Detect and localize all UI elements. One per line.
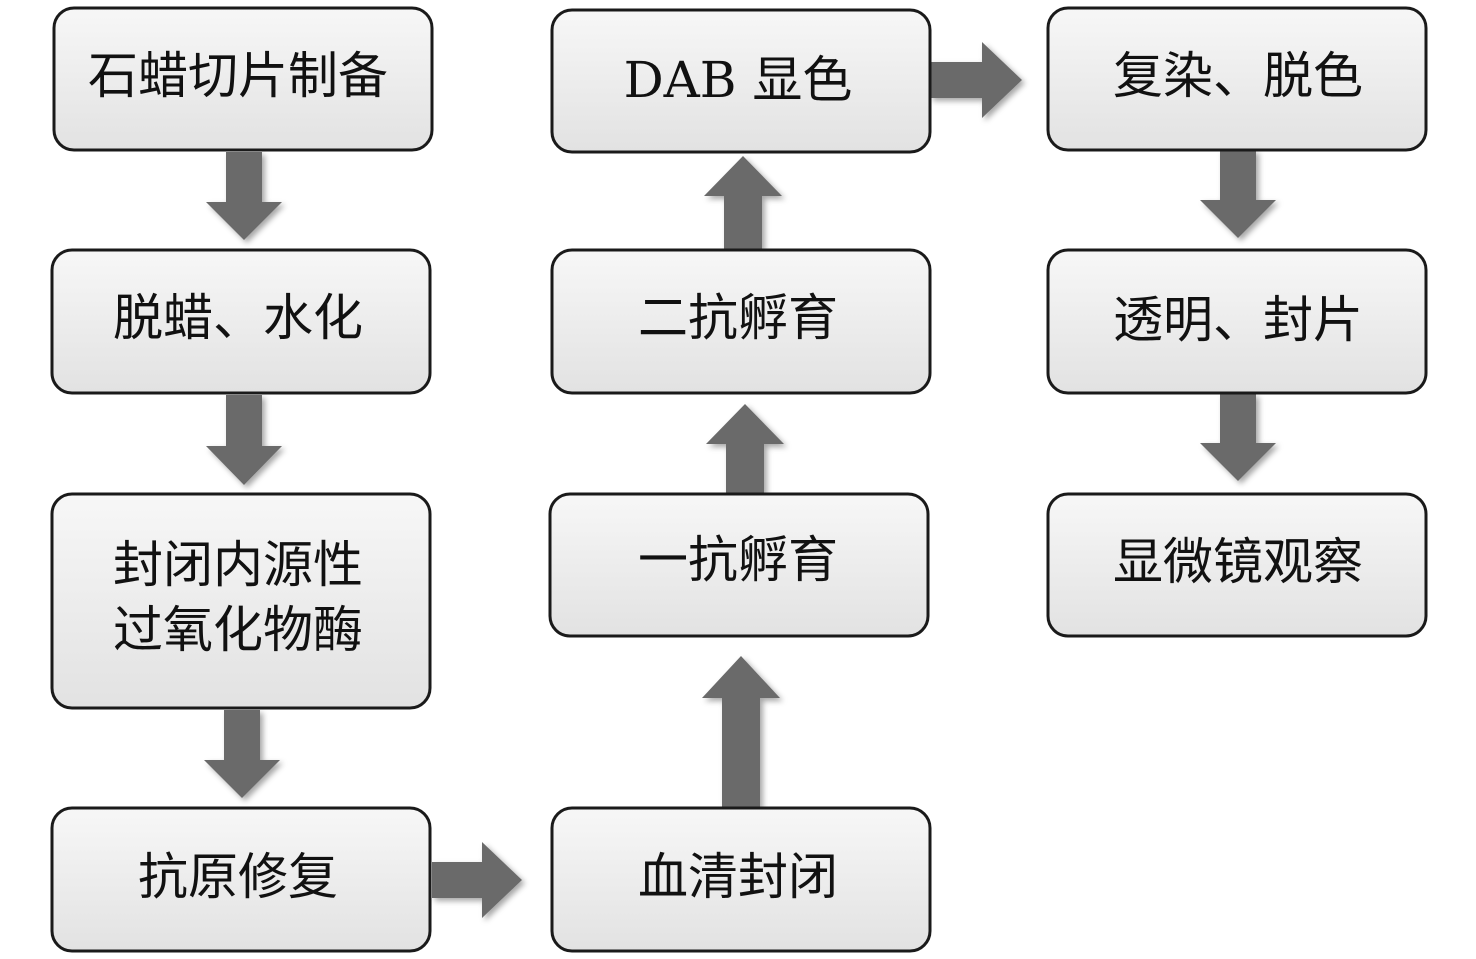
node-primary-antibody-label: 一抗孵育	[638, 531, 838, 589]
node-dewax-hydrate-label: 脱蜡、水化	[113, 289, 363, 347]
arrow-down-3	[204, 710, 280, 798]
node-serum-block: 血清封闭	[550, 806, 932, 953]
node-counterstain-label: 复染、脱色	[1113, 47, 1363, 105]
node-serum-block-label: 血清封闭	[638, 848, 838, 906]
node-antigen-retrieval-label: 抗原修复	[138, 848, 338, 906]
node-paraffin-section: 石蜡切片制备	[52, 6, 434, 152]
node-block-peroxidase: 封闭内源性 过氧化物酶	[50, 492, 432, 710]
node-block-peroxidase-label-line1: 封闭内源性	[113, 536, 363, 594]
arrow-down-2	[206, 395, 282, 485]
node-clear-mount: 透明、封片	[1046, 248, 1428, 395]
arrow-down-1	[206, 152, 282, 240]
arrow-right-1	[432, 842, 522, 918]
node-paraffin-section-label: 石蜡切片制备	[88, 47, 388, 105]
arrow-up-1	[702, 656, 780, 808]
node-counterstain: 复染、脱色	[1046, 6, 1428, 152]
node-secondary-antibody-label: 二抗孵育	[638, 289, 838, 347]
node-clear-mount-label: 透明、封片	[1113, 291, 1363, 349]
arrows	[204, 42, 1276, 918]
node-microscope-label: 显微镜观察	[1113, 533, 1363, 591]
arrow-up-2	[706, 404, 784, 493]
node-dewax-hydrate: 脱蜡、水化	[50, 248, 432, 395]
node-primary-antibody: 一抗孵育	[548, 492, 930, 638]
node-dab-stain: DAB 显色	[550, 8, 932, 154]
node-microscope: 显微镜观察	[1046, 492, 1428, 638]
arrow-right-2	[930, 42, 1022, 118]
node-block-peroxidase-label-line2: 过氧化物酶	[113, 601, 363, 659]
arrow-down-4	[1200, 150, 1276, 238]
node-dab-stain-label: DAB 显色	[624, 51, 853, 109]
arrow-down-5	[1200, 394, 1276, 481]
node-secondary-antibody: 二抗孵育	[550, 248, 932, 395]
arrow-up-3	[704, 156, 782, 249]
node-antigen-retrieval: 抗原修复	[50, 806, 432, 953]
